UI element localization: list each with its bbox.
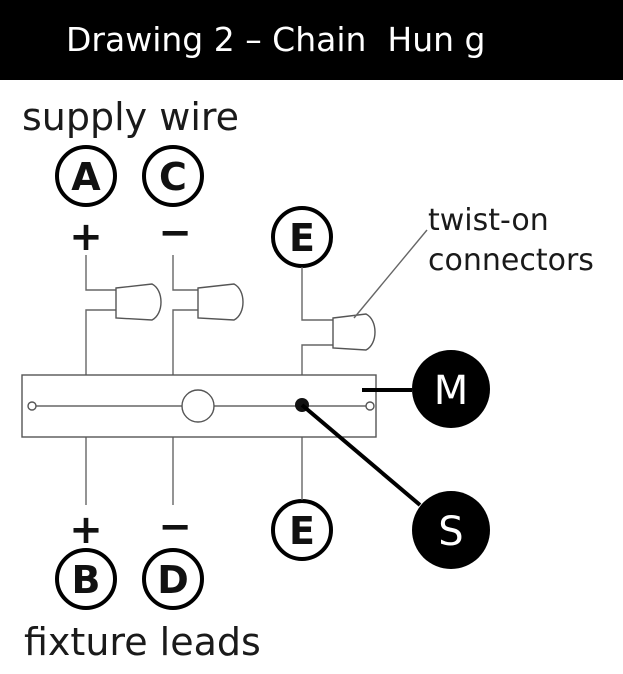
strap-hole-right <box>365 401 375 411</box>
wire-d-letter: D <box>157 558 189 602</box>
wire-a-letter: A <box>71 155 101 199</box>
connectors-label-line1: twist-on <box>428 203 549 238</box>
strap-center-hole <box>181 389 215 423</box>
fixture-plus-sign: + <box>69 507 103 553</box>
connectors-label-line2: connectors <box>428 243 594 278</box>
wire-c-letter: C <box>159 155 187 199</box>
wire-a-marker: A <box>55 145 117 207</box>
wire-e-bottom-letter: E <box>289 509 315 553</box>
connectors-pointer-line <box>353 229 428 319</box>
twist-on-connector-1 <box>115 283 162 321</box>
wire-b-letter: B <box>72 558 101 602</box>
supply-minus-sign: − <box>158 210 192 256</box>
m-letter: M <box>434 368 469 414</box>
page-title: Drawing 2 – Chain Hun g <box>0 0 623 80</box>
s-callout: S <box>412 491 490 569</box>
fixture-minus-sign: − <box>158 504 192 550</box>
strap-hole-left <box>27 401 37 411</box>
wire-e-top-marker: E <box>271 206 333 268</box>
fixture-leads-label: fixture leads <box>24 620 261 664</box>
twist-on-connector-2 <box>197 283 244 321</box>
s-pointer-line <box>300 403 422 507</box>
wire-e-bottom-marker: E <box>271 499 333 561</box>
wire-d-marker: D <box>142 548 204 610</box>
s-letter: S <box>438 509 463 555</box>
supply-plus-sign: + <box>69 214 103 260</box>
wire-c-marker: C <box>142 145 204 207</box>
wire-lines <box>85 255 333 505</box>
m-callout: M <box>412 350 490 428</box>
twist-on-connector-3 <box>332 313 376 351</box>
wire-b-marker: B <box>55 548 117 610</box>
supply-wire-label: supply wire <box>22 95 239 139</box>
wire-e-top-letter: E <box>289 216 315 260</box>
